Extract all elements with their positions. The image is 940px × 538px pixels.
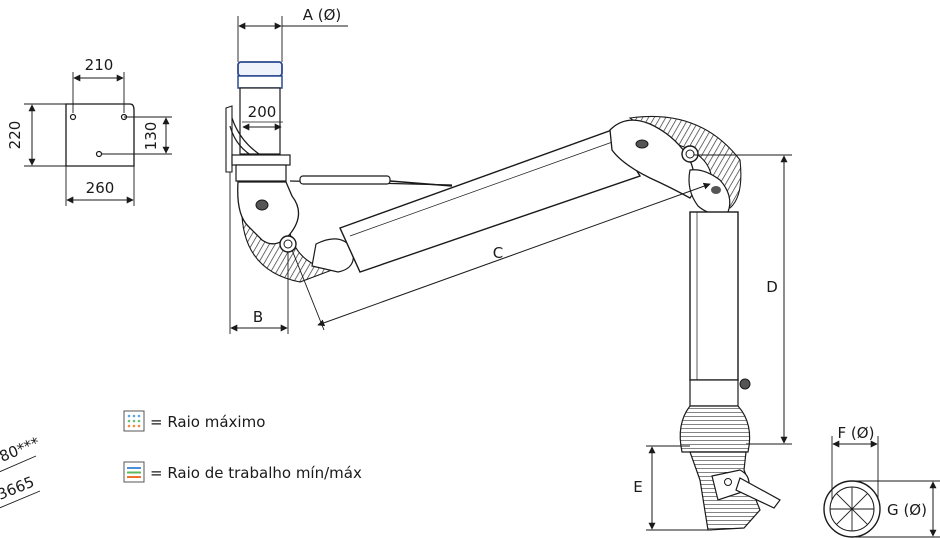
dim-e: E [633,478,642,496]
legend-max-radius: = Raio máximo [150,413,265,431]
radius-label-outer: 3665 [0,473,37,504]
dim-130: 130 [142,122,160,151]
hood-front-spokes [830,487,874,531]
duct-pipe [239,87,281,155]
hood-front-view: F (Ø) G (Ø) [823,424,940,538]
main-arm-tube [339,129,642,273]
dim-d: D [766,278,778,296]
drop-tube-collar [689,379,739,407]
legend: = Raio máximo = Raio de trabalho mín/máx [123,410,362,483]
dim-260: 260 [86,179,115,197]
dim-210: 210 [85,56,114,74]
duct-flange [237,61,283,77]
bracket-plate [65,103,135,167]
dim-g-diameter: G (Ø) [887,501,927,519]
turntable-top [231,154,291,166]
duct-collar [237,75,283,89]
hood-handle [735,477,781,509]
turntable-body [235,164,287,182]
gas-spring [299,175,391,185]
dim-c: C [493,244,503,262]
radius-label-inner: 80*** [0,433,43,465]
extraction-arm: A (Ø) 200 [225,6,781,531]
legend-max-radius-swatch [123,410,145,432]
flex-hose [679,405,751,453]
arm-dimensions: B C D E [229,154,792,531]
radius-labels: 80*** 3665 [0,433,43,509]
drop-tube-knob [739,378,751,390]
legend-work-radius-swatch [123,461,145,483]
bolt-hole-bottom [95,150,103,158]
wall-mount-side [225,105,233,173]
upper-joint-knob [635,139,649,149]
lower-joint-housing [237,181,300,245]
legend-work-radius: = Raio de trabalho mín/máx [150,464,362,482]
dim-200: 200 [248,103,277,121]
bolt-hole-left [69,113,77,121]
dim-f-diameter: F (Ø) [838,424,875,442]
lower-joint-knob [255,199,269,211]
wall-bracket-view: 210 220 130 260 [6,56,172,206]
dim-b: B [253,308,263,326]
dim-220: 220 [6,121,24,150]
dim-a-diameter: A (Ø) [303,6,342,24]
